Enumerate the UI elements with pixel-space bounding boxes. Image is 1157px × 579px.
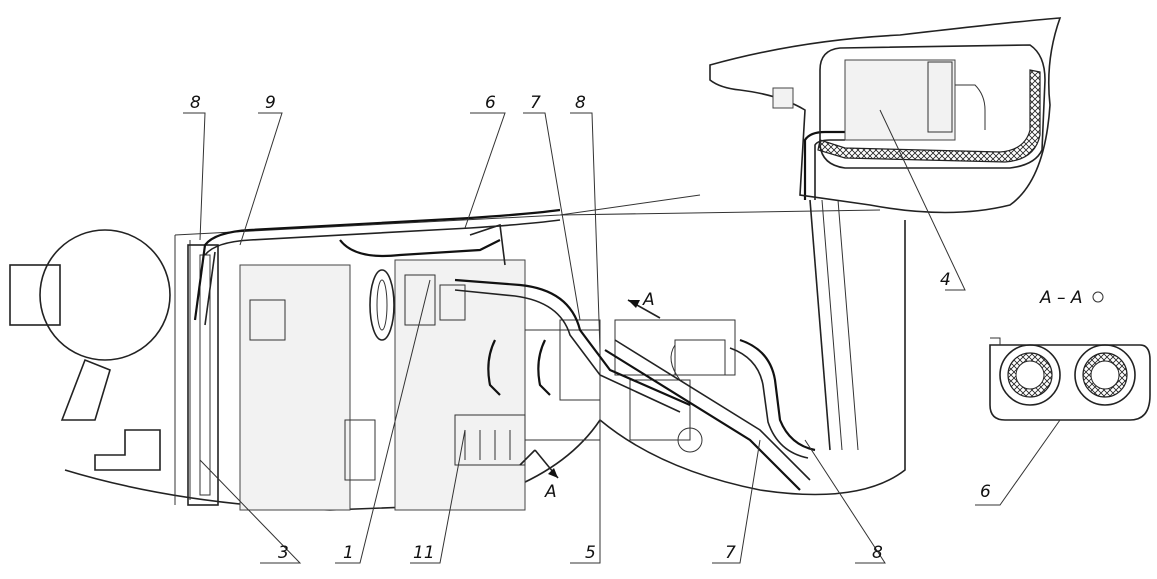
fuel-pipes <box>193 208 816 459</box>
callout-8-top: 8 <box>575 93 586 113</box>
callout-5: 5 <box>585 543 596 563</box>
callout-labels: 8 9 6 7 8 4 3 1 11 5 7 8 6 A – A A A <box>190 93 1083 563</box>
vertical-pipe <box>803 130 859 451</box>
callout-6-section: 6 <box>980 482 991 502</box>
callout-3: 3 <box>278 543 289 563</box>
callout-7-bottom: 7 <box>725 543 736 563</box>
fuel-tank <box>817 44 1046 169</box>
callout-9: 9 <box>265 93 276 113</box>
callout-8-bottom: 8 <box>872 543 883 563</box>
section-title: A – A <box>1039 288 1083 308</box>
callout-7-top: 7 <box>530 93 541 113</box>
callout-4: 4 <box>940 270 951 290</box>
callout-8-top-left: 8 <box>190 93 201 113</box>
callout-6-top: 6 <box>485 93 496 113</box>
air-cleaner <box>9 229 171 421</box>
section-arrow-letter-top: A <box>642 290 655 310</box>
hood-top <box>709 17 1062 214</box>
leader-lines <box>183 109 1061 564</box>
engine-block <box>344 259 736 511</box>
callout-11: 11 <box>413 543 435 563</box>
callout-1: 1 <box>343 543 354 563</box>
radiator <box>187 244 351 511</box>
section-arrows <box>519 299 661 479</box>
section-a-a <box>989 291 1151 421</box>
hose-7 <box>604 339 811 491</box>
section-arrow-letter-bottom: A <box>544 482 557 502</box>
